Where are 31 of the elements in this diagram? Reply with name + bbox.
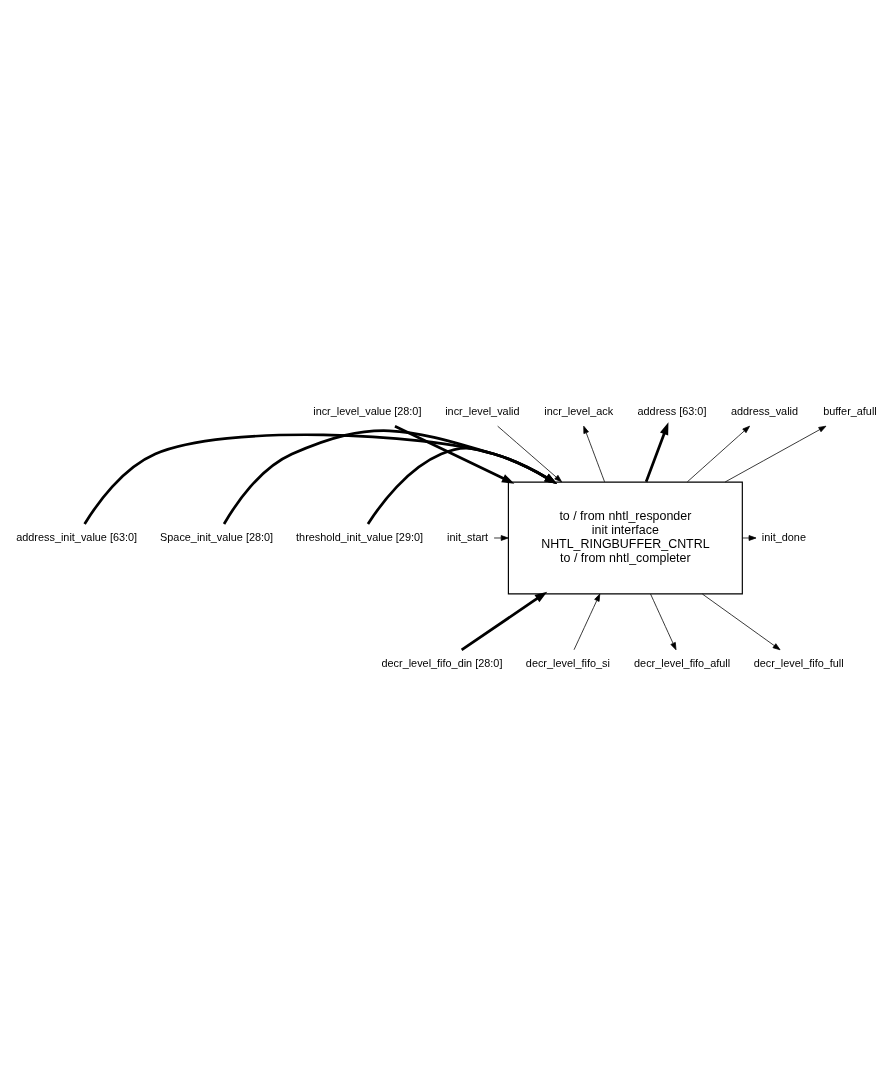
arrow [493, 534, 509, 541]
arrow [702, 593, 781, 650]
node-text: decr_level_fifo_si [525, 656, 610, 669]
node-text: address_valid [730, 404, 799, 417]
node-text: incr_level_valid [445, 404, 520, 417]
arrow [644, 421, 669, 482]
arrow [460, 591, 548, 651]
node-text: address [63:0] [637, 404, 707, 417]
node-text: decr_level_fifo_afull [634, 656, 731, 669]
node-text: threshold_init_value [29:0] [296, 530, 424, 543]
arrow [394, 424, 515, 484]
node-text: incr_level_ack [544, 404, 614, 417]
node-text: buffer_afull [823, 404, 877, 417]
arrow [83, 433, 558, 525]
node-text: decr_level_fifo_full [753, 656, 844, 669]
arrow [650, 593, 677, 650]
node-text: init_done [761, 530, 806, 543]
arrow [583, 425, 605, 482]
arrow [573, 593, 601, 650]
node-box: to / from nhtl_responder init interface NHTL_RINGBUFFER_CNTRL to / from nhtl_completer [507, 480, 743, 595]
arrow [724, 425, 827, 482]
arrow [497, 425, 562, 482]
arrow [222, 429, 558, 525]
node-text: address_init_value [63:0] [16, 530, 138, 543]
arrow [742, 534, 757, 541]
node-text: decr_level_fifo_din [28:0] [381, 656, 503, 669]
node-text: Space_init_value [28:0] [160, 530, 274, 543]
arrow [366, 446, 558, 525]
node-text: incr_level_value [28:0] [313, 404, 422, 417]
arrow [687, 425, 750, 482]
node-text: init_start [447, 530, 489, 543]
